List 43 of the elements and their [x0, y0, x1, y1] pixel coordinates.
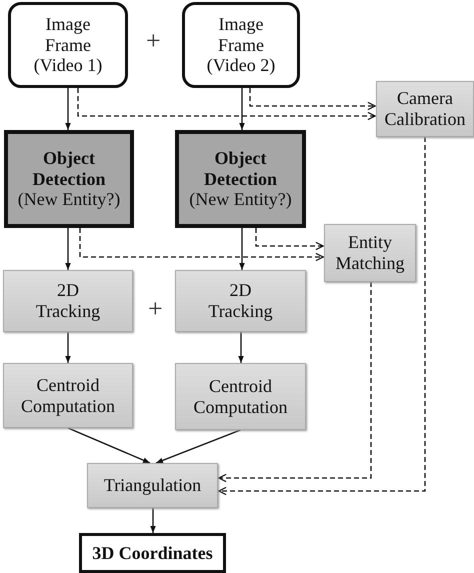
box-label: Object Detection [32, 148, 106, 190]
plus-sign: + [146, 28, 161, 54]
process-box [4, 130, 134, 228]
box-label: (New Entity?) [189, 189, 292, 210]
process-box [324, 224, 416, 282]
arrow [238, 332, 244, 363]
arrow [68, 427, 150, 464]
box-label: Image Frame (Video 2) [206, 14, 276, 76]
process-box [87, 463, 218, 508]
arrow [150, 508, 156, 533]
box-label: Object Detection [203, 148, 278, 190]
process-box [175, 270, 306, 332]
process-box [175, 363, 306, 430]
arrow [239, 88, 245, 130]
arrow [65, 88, 71, 130]
process-box [376, 81, 474, 137]
dashed-arrow [218, 137, 426, 496]
box-label: 3D Coordinates [92, 542, 213, 564]
box-label: Entity Matching [334, 232, 406, 274]
process-box [79, 533, 226, 573]
process-box [3, 270, 133, 332]
box-label: 2D Tracking [34, 280, 102, 322]
plus-sign: + [148, 296, 163, 322]
dashed-arrow [255, 228, 324, 250]
process-box [3, 363, 133, 428]
dashed-arrow [249, 88, 376, 110]
box-label: Centroid Computation [20, 374, 116, 416]
box-label: 2D Tracking [207, 280, 274, 322]
dashed-arrow [79, 228, 324, 262]
dashed-arrow [77, 88, 376, 120]
process-box [8, 2, 128, 88]
box-label: Image Frame (Video 1) [32, 14, 104, 76]
process-box [182, 2, 300, 88]
process-box [175, 130, 306, 228]
box-label: (New Entity?) [18, 189, 120, 210]
box-label: Camera Calibration [384, 88, 466, 130]
arrow [156, 429, 241, 464]
box-label: Centroid Computation [192, 376, 288, 418]
dashed-arrow [218, 282, 372, 482]
box-label: Triangulation [104, 475, 202, 496]
arrow [65, 228, 71, 270]
arrow [239, 228, 245, 270]
arrow [65, 332, 71, 363]
